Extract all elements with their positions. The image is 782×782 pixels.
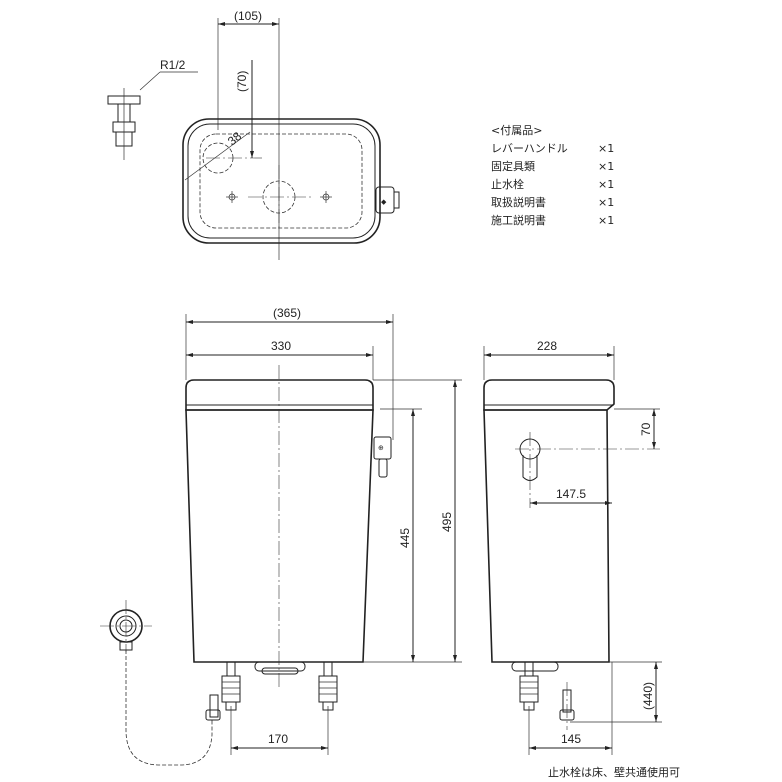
- svg-text:レバーハンドル: レバーハンドル: [491, 142, 568, 155]
- svg-text:取扱説明書: 取扱説明書: [491, 195, 546, 209]
- wall-stop-valve-icon: [100, 600, 213, 766]
- accessories-list: <付属品> レバーハンドル ×1 固定具類 ×1 止水栓 ×1 取扱説明書 ×1…: [491, 124, 614, 227]
- dim-hole-angle: 38: [225, 129, 244, 149]
- accessories-heading: <付属品>: [491, 124, 542, 137]
- dim-top-depth: (70): [235, 71, 249, 92]
- svg-text:⊕: ⊕: [378, 445, 384, 452]
- dim-front-height-495: 495: [440, 512, 454, 532]
- dim-front-body-width: 330: [271, 339, 291, 353]
- side-bottom-fittings: [511, 661, 575, 730]
- svg-text:◆: ◆: [381, 199, 387, 206]
- dim-front-bottom-pitch: 170: [268, 732, 288, 746]
- svg-text:止水栓: 止水栓: [491, 177, 524, 191]
- footnote: 止水栓は床、壁共通使用可: [548, 765, 680, 779]
- svg-text:×1: ×1: [598, 178, 614, 191]
- svg-text:固定具類: 固定具類: [491, 159, 535, 173]
- side-view: 228 70 147.5: [483, 339, 662, 755]
- dim-side-floor-height: (440): [641, 682, 655, 710]
- bolt-mark-left: [226, 191, 238, 203]
- dim-front-height-445: 445: [398, 528, 412, 548]
- front-bottom-fittings: [205, 661, 338, 721]
- lever-hole: [515, 432, 660, 508]
- svg-text:×1: ×1: [598, 142, 614, 155]
- front-view: (365) 330 ⊕ 445 495: [100, 306, 462, 766]
- svg-text:施工説明書: 施工説明書: [491, 213, 546, 227]
- dim-pipe-thread: R1/2: [160, 58, 186, 72]
- stop-valve-top-icon: R1/2: [107, 58, 198, 160]
- dim-top-width: (105): [234, 9, 262, 23]
- svg-text:×1: ×1: [598, 214, 614, 227]
- bolt-mark-right: [320, 191, 332, 203]
- top-view: (105) (70) 38 ◆: [107, 9, 400, 260]
- dim-side-width: 228: [537, 339, 557, 353]
- svg-text:×1: ×1: [598, 196, 614, 209]
- dim-side-lever-offset: 147.5: [556, 487, 586, 501]
- dim-front-overall-width: (365): [273, 306, 301, 320]
- dim-side-bottom-offset: 145: [561, 732, 581, 746]
- dim-side-lever-height: 70: [639, 422, 653, 436]
- svg-text:×1: ×1: [598, 160, 614, 173]
